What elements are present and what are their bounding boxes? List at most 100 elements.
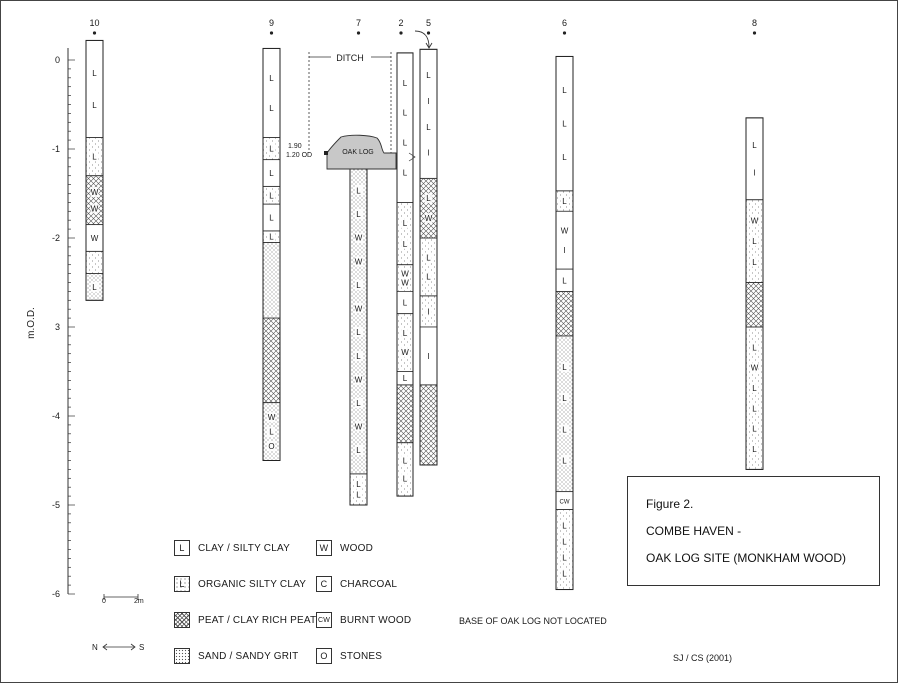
layer-organic bbox=[419, 237, 438, 297]
symbol-backdrop bbox=[560, 568, 569, 579]
layer-symbol: L bbox=[92, 153, 97, 162]
layer-symbol: L bbox=[356, 328, 361, 337]
symbol-backdrop bbox=[424, 271, 433, 282]
layer-symbol: L bbox=[562, 363, 567, 372]
layer-symbol: L bbox=[92, 69, 97, 78]
layer-symbol: L bbox=[426, 123, 431, 132]
symbol-backdrop bbox=[90, 67, 99, 78]
layer-symbol: L bbox=[562, 425, 567, 434]
layer-symbol: L bbox=[403, 79, 408, 88]
symbol-backdrop bbox=[90, 233, 99, 243]
symbol-backdrop bbox=[401, 238, 409, 249]
symbol-backdrop bbox=[401, 268, 409, 279]
layer-symbol: W bbox=[355, 423, 363, 432]
core-id-label: 7 bbox=[356, 18, 361, 28]
layer-organic bbox=[396, 313, 414, 372]
symbol-backdrop bbox=[267, 212, 276, 223]
oak-log-depth-label: 1.20 OD bbox=[286, 152, 312, 159]
layer-symbol: L bbox=[356, 446, 361, 455]
symbol-backdrop bbox=[267, 102, 276, 113]
symbol-backdrop bbox=[354, 256, 363, 267]
symbol-backdrop bbox=[424, 121, 433, 132]
layer-symbol: L bbox=[356, 399, 361, 408]
layer-symbol: L bbox=[426, 273, 431, 282]
core-id-label: 5 bbox=[426, 18, 431, 28]
axis-label: m.O.D. bbox=[26, 307, 37, 339]
layer-symbol: L bbox=[356, 281, 361, 290]
symbol-backdrop bbox=[354, 374, 363, 385]
symbol-backdrop bbox=[401, 347, 409, 358]
layer-symbol: I bbox=[753, 168, 755, 177]
core-location-dot bbox=[562, 31, 567, 35]
symbol-backdrop bbox=[90, 203, 99, 214]
layer-symbol: L bbox=[92, 101, 97, 110]
core5-pointer-head bbox=[425, 42, 433, 49]
layer-symbol: I bbox=[427, 352, 429, 361]
symbol-backdrop bbox=[354, 303, 363, 314]
layer-sand bbox=[262, 242, 281, 319]
layer-organic bbox=[396, 442, 414, 497]
symbol-backdrop bbox=[401, 327, 409, 338]
layer-symbol: L bbox=[269, 191, 274, 200]
layer-symbol: W bbox=[401, 279, 409, 288]
symbol-backdrop bbox=[401, 455, 409, 466]
symbol-backdrop bbox=[424, 213, 433, 224]
layer-symbol: L bbox=[562, 276, 567, 285]
layer-symbol: I bbox=[427, 149, 429, 158]
layer-symbol: L bbox=[752, 141, 757, 150]
layer-symbol: L bbox=[356, 186, 361, 195]
symbol-backdrop bbox=[267, 143, 276, 154]
symbol-backdrop bbox=[90, 281, 99, 292]
symbol-backdrop bbox=[750, 383, 759, 394]
layer-clay bbox=[555, 210, 574, 270]
layer-symbol: W bbox=[268, 413, 276, 422]
symbol-backdrop bbox=[401, 218, 409, 229]
symbol-backdrop bbox=[424, 147, 433, 158]
symbol-backdrop bbox=[354, 479, 363, 490]
layer-clay bbox=[419, 48, 438, 179]
symbol-backdrop bbox=[750, 167, 759, 178]
symbol-backdrop bbox=[750, 444, 759, 455]
ditch-label-bg bbox=[331, 51, 371, 63]
symbol-backdrop bbox=[354, 350, 363, 361]
layer-symbol: I bbox=[427, 307, 429, 316]
symbol-backdrop bbox=[354, 489, 363, 500]
core-location-dot bbox=[426, 31, 431, 35]
symbol-backdrop bbox=[267, 231, 276, 242]
symbol-backdrop bbox=[560, 393, 569, 404]
symbol-backdrop bbox=[560, 495, 569, 506]
layer-symbol: L bbox=[269, 74, 274, 83]
layer-symbol: L bbox=[269, 104, 274, 113]
layer-symbol: L bbox=[562, 153, 567, 162]
compass-arrow-head-left bbox=[102, 643, 108, 651]
layer-symbol: L bbox=[92, 283, 97, 292]
layer-symbol: L bbox=[356, 352, 361, 361]
layer-peat bbox=[419, 177, 438, 239]
symbol-backdrop bbox=[90, 100, 99, 111]
layer-clay bbox=[262, 48, 281, 138]
symbol-backdrop bbox=[354, 279, 363, 290]
layer-peat bbox=[396, 384, 414, 444]
core-outline bbox=[419, 48, 438, 466]
layer-symbol: W bbox=[355, 305, 363, 314]
symbol-backdrop bbox=[267, 426, 276, 437]
symbol-backdrop bbox=[750, 140, 759, 151]
core-outline bbox=[396, 52, 414, 497]
layer-symbol: L bbox=[562, 86, 567, 95]
symbol-backdrop bbox=[560, 85, 569, 96]
symbol-backdrop bbox=[424, 70, 433, 81]
symbol-backdrop bbox=[750, 215, 759, 226]
symbol-backdrop bbox=[560, 520, 569, 531]
symbol-backdrop bbox=[354, 445, 363, 456]
tick-label: -2 bbox=[52, 233, 60, 243]
symbol-backdrop bbox=[750, 256, 759, 267]
symbol-backdrop bbox=[750, 236, 759, 247]
layer-symbol: L bbox=[403, 457, 408, 466]
layer-symbol: W bbox=[91, 188, 99, 197]
layer-symbol: W bbox=[355, 375, 363, 384]
layer-symbol: W bbox=[401, 270, 409, 279]
